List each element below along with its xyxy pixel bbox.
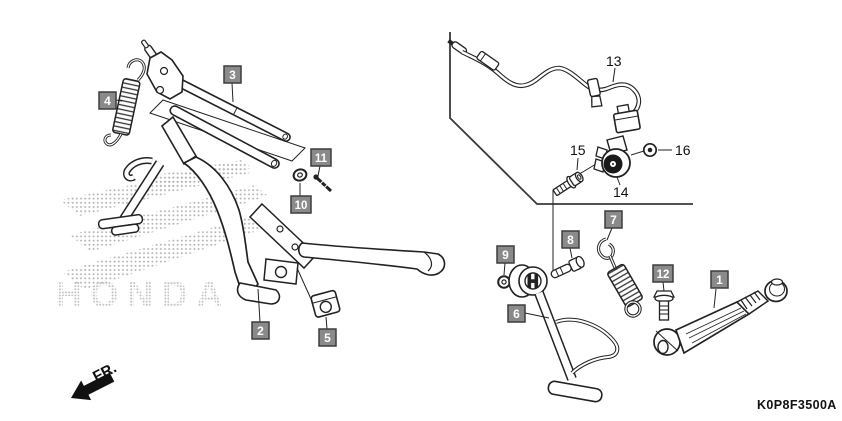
callout-5-number: 5 xyxy=(324,331,331,345)
callout-11-number: 11 xyxy=(315,153,328,165)
callout-10[interactable]: 10 xyxy=(290,195,312,214)
callout-9[interactable]: 9 xyxy=(496,245,515,264)
part-6-side-stand xyxy=(508,264,620,403)
callout-5[interactable]: 5 xyxy=(318,328,337,347)
part-9-washer xyxy=(497,275,511,289)
fr-direction-arrow: FR. xyxy=(71,359,119,401)
section-divider-line xyxy=(449,32,693,205)
callout-7-number: 7 xyxy=(610,213,617,227)
part-12-bolt xyxy=(652,290,676,321)
stand-cross-tube xyxy=(169,105,280,169)
callout-12-number: 12 xyxy=(657,269,670,281)
callout-4-number: 4 xyxy=(104,94,111,108)
callout-6-number: 6 xyxy=(513,307,520,321)
callout-8[interactable]: 8 xyxy=(561,230,580,249)
part-15-bolt xyxy=(552,171,584,197)
callout-13: 13 xyxy=(606,53,622,69)
fr-arrow-icon xyxy=(71,372,115,401)
part-5-stopper-rubber xyxy=(296,267,341,318)
part-8-pivot-bolt xyxy=(550,255,585,279)
callout-15: 15 xyxy=(570,142,586,158)
callout-1-number: 1 xyxy=(716,273,723,287)
watermark-text: HONDA xyxy=(55,274,231,315)
part-code: K0P8F3500A xyxy=(757,398,837,412)
callout-3-number: 3 xyxy=(229,68,236,82)
callout-4[interactable]: 4 xyxy=(98,91,117,110)
callout-1[interactable]: 1 xyxy=(710,270,729,289)
callout-6[interactable]: 6 xyxy=(507,304,526,323)
callout-8-number: 8 xyxy=(567,233,574,247)
callout-14: 14 xyxy=(613,184,629,200)
callout-2[interactable]: 2 xyxy=(251,321,270,340)
callout-16: 16 xyxy=(675,142,691,158)
part-4-return-spring xyxy=(103,58,146,147)
part-13-switch-wire xyxy=(447,39,642,134)
callout-3[interactable]: 3 xyxy=(223,65,242,84)
part-1-lever xyxy=(653,278,788,356)
part-10-washer xyxy=(292,168,308,182)
part-7-side-stand-spring xyxy=(596,237,643,318)
callout-7[interactable]: 7 xyxy=(604,210,623,229)
part-2-main-stand xyxy=(97,115,446,305)
part-16-nut xyxy=(642,142,658,158)
part-11-pin xyxy=(313,174,333,193)
callout-2-number: 2 xyxy=(257,324,264,338)
callout-12[interactable]: 12 xyxy=(652,264,674,283)
callout-11[interactable]: 11 xyxy=(310,148,332,167)
callout-9-number: 9 xyxy=(502,248,509,262)
stand-top-bracket xyxy=(141,39,184,100)
part-14-stand-switch xyxy=(593,135,631,178)
callout-10-number: 10 xyxy=(295,200,308,212)
leader-lines xyxy=(115,67,717,330)
